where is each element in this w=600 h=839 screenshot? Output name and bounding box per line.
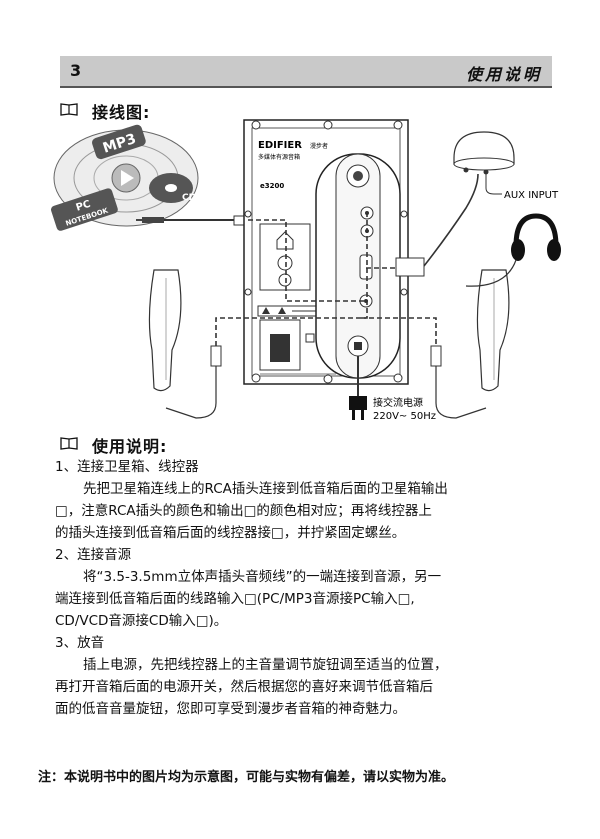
right-satellite-speaker [476, 269, 510, 392]
page-header: 3 使用说明 [60, 56, 552, 88]
power-label-spec: 220V~ 50Hz [373, 411, 436, 422]
disclaimer-note: 注：本说明书中的图片均为示意图，可能与实物有偏差，请以实物为准。 [38, 770, 455, 785]
audio-input-cable [136, 215, 249, 226]
certification-icon [277, 255, 293, 271]
source-discs-graphic: MP3 PC NOTEBOOK CD [50, 124, 199, 231]
left-rca-plug [210, 345, 222, 367]
brand-logo: EDIFIER [258, 140, 302, 151]
header-title: 使用说明 [465, 65, 542, 84]
step-text-line: 插上电源，先把线控器上的主音量调节旋钮调至适当的位置， [83, 657, 448, 673]
model-number: e3200 [260, 182, 284, 190]
step-text-line: 再打开音箱后面的电源开关，然后根据您的喜好来调节低音箱后 [55, 679, 433, 695]
page-number: 3 [70, 61, 82, 80]
step-text-line: 先把卫星箱连线上的RCA插头连接到低音箱后面的卫星箱输出 [83, 481, 448, 497]
power-switch[interactable] [270, 334, 290, 362]
ccc-icon [278, 273, 292, 287]
cd-badge-label: CD [182, 193, 196, 203]
speaker-cables [215, 213, 437, 346]
power-label-cn: 接交流电源 [373, 396, 423, 409]
headphones-icon [511, 213, 561, 261]
power-plug-icon [349, 396, 367, 420]
aux-input-label: AUX INPUT [504, 190, 559, 201]
wiring-section-title: 接线图: [92, 103, 151, 122]
step-heading: 1、连接卫星箱、线控器 [55, 459, 199, 475]
controller-port[interactable] [359, 254, 373, 280]
controller-plug [395, 257, 425, 277]
usage-section-title: 使用说明: [92, 437, 168, 456]
instructions: 1、连接卫星箱、线控器 先把卫星箱连线上的RCA插头连接到低音箱后面的卫星箱输出… [55, 456, 555, 720]
step-text-line: 将“3.5-3.5mm立体声插头音频线”的一端连接到音源，另一 [83, 569, 442, 585]
wired-controller[interactable] [453, 131, 515, 175]
left-satellite-speaker [148, 269, 182, 392]
step-text-line: □，注意RCA插头的颜色和输出□的颜色相对应；再将线控器上 [55, 503, 432, 519]
pc-notebook-badge [50, 188, 118, 231]
step-text-line: 的插头连接到低音箱后面的线控器接□，并拧紧固定螺丝。 [55, 525, 406, 541]
mp3-badge [92, 124, 146, 160]
warning-label [259, 223, 311, 291]
wiring-diagram: MP3 PC NOTEBOOK CD EDIFIER 漫步者 多媒体有源音箱 e… [50, 119, 561, 422]
pc-badge-label: PC [75, 199, 92, 214]
brand-subtitle: 多媒体有源音箱 [258, 153, 300, 161]
book-icon [60, 437, 78, 450]
brand-cn: 漫步者 [310, 142, 328, 150]
subwoofer-back-panel: EDIFIER 漫步者 多媒体有源音箱 e3200 [243, 119, 409, 385]
step-text-line: 面的低音音量旋钮，您即可享受到漫步者音箱的神奇魅力。 [55, 701, 406, 717]
step-text-line: CD/VCD音源接CD输入□)。 [55, 613, 228, 629]
step-heading: 2、连接音源 [55, 547, 132, 563]
step-heading: 3、放音 [55, 635, 105, 651]
controller-cable [423, 173, 479, 267]
right-rca-plug [430, 345, 442, 367]
book-icon [60, 103, 78, 116]
step-text-line: 端连接到低音箱后面的线路输入□(PC/MP3音源接PC输入□, [55, 591, 415, 607]
